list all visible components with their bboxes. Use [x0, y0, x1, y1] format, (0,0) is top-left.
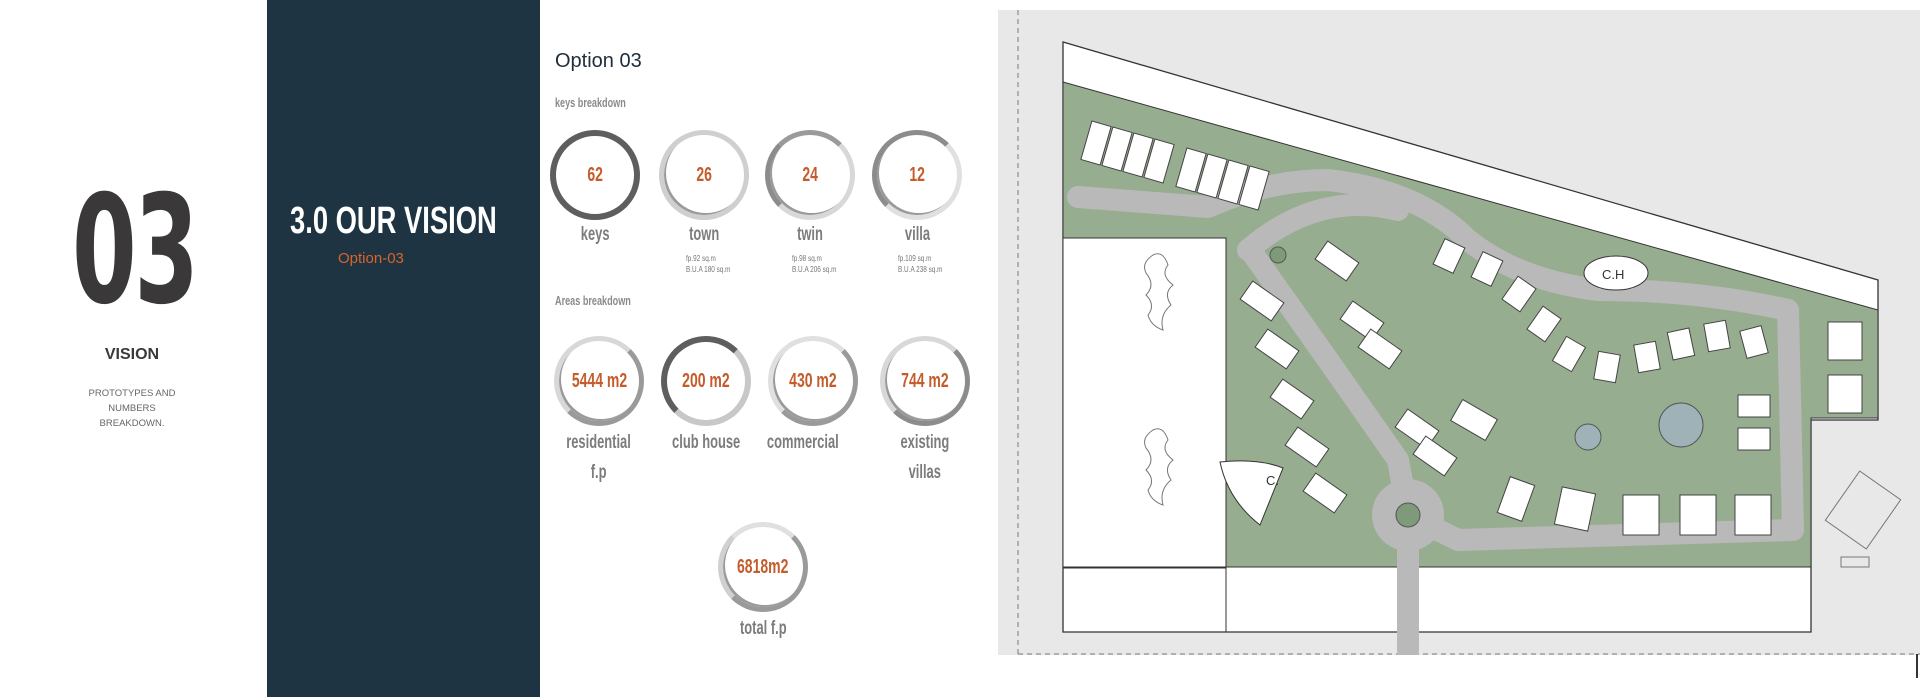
commercial-building [1219, 460, 1284, 526]
villa-note-fp: fp.109 sq.m [898, 254, 932, 263]
row-houses-west [1239, 240, 1458, 514]
section-number: 03 [72, 164, 199, 338]
roundabout-center [1395, 502, 1421, 528]
option-title: Option 03 [555, 50, 642, 72]
intro-text-line: PROTOTYPES AND NUMBERS [88, 388, 176, 414]
keys-label: keys [580, 224, 610, 245]
empty-plot [1062, 237, 1227, 569]
twin-note: fp.98 sq.m B.U.A 206 sq.m [792, 253, 836, 275]
villa-note: fp.109 sq.m B.U.A 238 sq.m [898, 253, 942, 275]
keys-ring: 62 [550, 130, 640, 220]
small-circle [1269, 246, 1287, 264]
intro-text-line: BREAKDOWN. [99, 418, 165, 429]
twin-note-fp: fp.98 sq.m [792, 254, 822, 263]
commercial-value: 430 m2 [789, 369, 837, 392]
plan-cursor [1916, 654, 1918, 678]
town-ring: 26 [659, 130, 749, 220]
existing-villas-label: existing villas [900, 432, 950, 483]
total-value: 6818m2 [737, 555, 789, 578]
clubhouse-label: club house [671, 432, 741, 453]
town-value: 26 [696, 163, 712, 186]
existing-villas-ring: 744 m2 [880, 336, 970, 426]
intro-text: PROTOTYPES AND NUMBERS BREAKDOWN. [64, 386, 200, 431]
villa-ring: 12 [872, 130, 962, 220]
clubhouse-label: C.H [1602, 267, 1624, 282]
small-structure [1840, 556, 1870, 568]
clubhouse-value: 200 m2 [682, 369, 730, 392]
villas-east [1432, 237, 1863, 536]
areas-heading: Areas breakdown [555, 293, 631, 308]
residential-value: 5444 m2 [571, 369, 627, 392]
vision-label: VISION [104, 346, 160, 363]
pool-large [1658, 402, 1704, 448]
twin-label: twin [797, 224, 823, 245]
section-number-baseline [55, 330, 215, 340]
town-label: town [688, 224, 720, 245]
total-ring: 6818m2 [718, 522, 808, 612]
residential-ring: 5444 m2 [554, 336, 644, 426]
site-plan: C.H C. [998, 10, 1920, 655]
keys-heading: keys breakdown [555, 95, 626, 110]
villa-value: 12 [909, 163, 925, 186]
section-subtitle: Option-03 [338, 250, 404, 267]
keys-value: 62 [587, 163, 603, 186]
existing-villas-value: 744 m2 [901, 369, 949, 392]
villa-note-bua: B.U.A 238 sq.m [898, 265, 943, 274]
total-label: total f.p [739, 618, 787, 639]
commercial-label: commercial [767, 432, 839, 453]
twin-ring: 24 [765, 130, 855, 220]
town-note-bua: B.U.A 180 sq.m [686, 265, 731, 274]
town-note: fp.92 sq.m B.U.A 180 sq.m [686, 253, 730, 275]
twin-note-bua: B.U.A 206 sq.m [792, 265, 837, 274]
pool-small [1574, 423, 1602, 451]
row-houses-north [1080, 120, 1270, 211]
outbuilding [1824, 470, 1902, 550]
commercial-ring: 430 m2 [768, 336, 858, 426]
residential-label: residential f.p [566, 432, 632, 483]
clubhouse [1583, 255, 1649, 291]
clubhouse-ring: 200 m2 [661, 336, 751, 426]
section-title: 3.0 OUR VISION [290, 200, 497, 242]
villa-label: villa [904, 224, 930, 245]
town-note-fp: fp.92 sq.m [686, 254, 716, 263]
navy-panel [267, 0, 540, 697]
twin-value: 24 [802, 163, 818, 186]
existing-villas [1144, 253, 1174, 506]
commercial-label: C. [1266, 473, 1279, 488]
